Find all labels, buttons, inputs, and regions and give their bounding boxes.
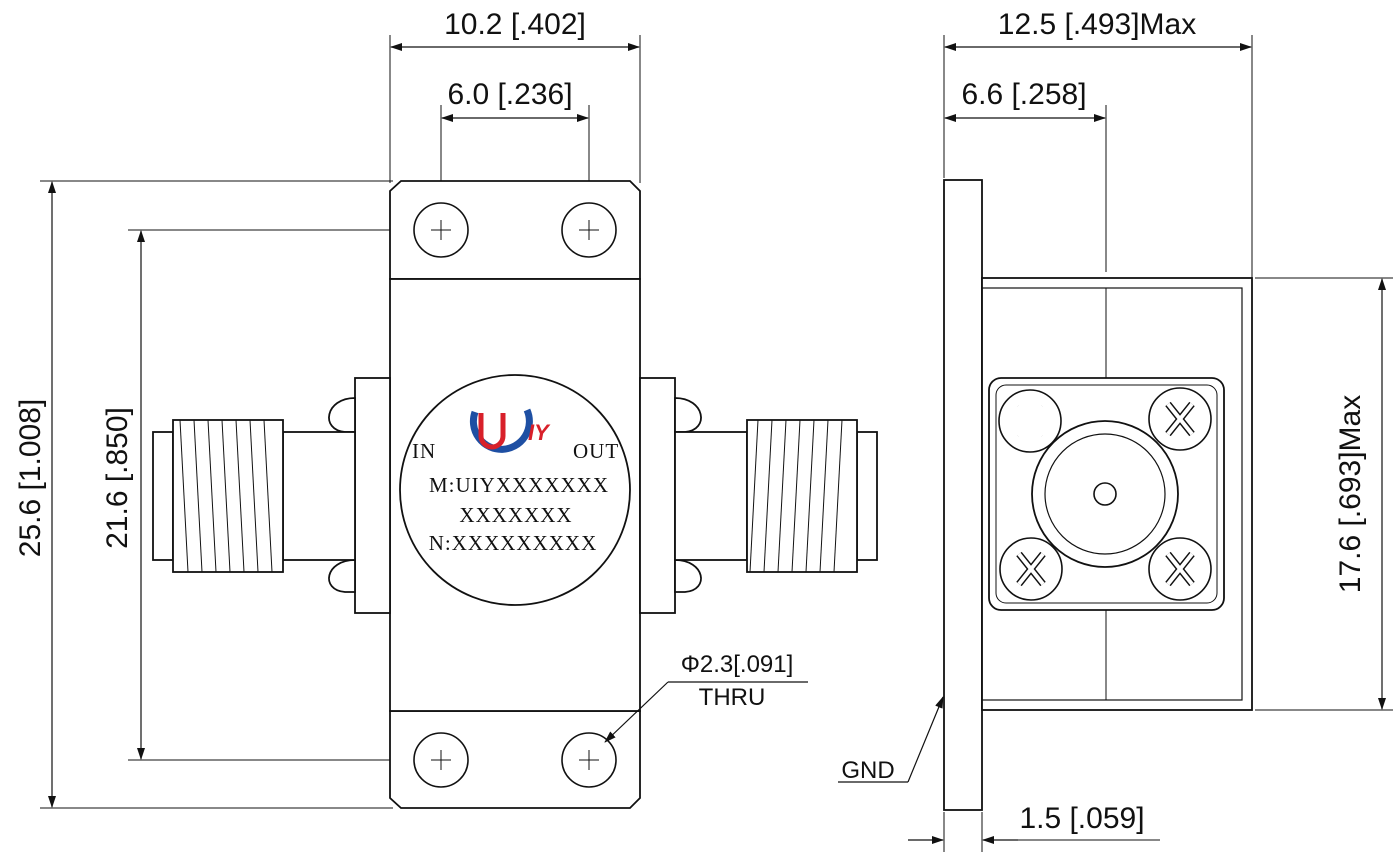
screw-icon <box>998 389 1062 453</box>
port-out-label: OUT <box>573 439 619 463</box>
serial-number-label: N:XXXXXXXXX <box>429 531 598 555</box>
center-pin <box>1093 482 1117 506</box>
overall-width-dim: 10.2 [.402] <box>444 8 586 41</box>
gnd-leader <box>907 696 944 783</box>
ground-flange <box>943 179 983 811</box>
right-sma-connector <box>639 377 878 614</box>
side-overall-width-dim: 12.5 [.493]Max <box>998 8 1196 41</box>
left-sma-connector <box>152 377 391 614</box>
uiy-logo: IY <box>469 408 551 453</box>
connector-face <box>1031 420 1179 568</box>
port-in-label: IN <box>412 439 436 463</box>
mount-hole-bottom-right <box>561 732 617 788</box>
connector-offset-dim: 6.6 [.258] <box>961 78 1086 111</box>
model-number-label: M:UIYXXXXXXX <box>429 473 609 497</box>
hole-spec: Φ2.3[.091] <box>681 651 794 678</box>
overall-height-dim: 25.6 [1.008] <box>14 399 47 557</box>
body-height-dim: 17.6 [.693]Max <box>1334 395 1367 593</box>
screw-icon <box>1148 387 1212 451</box>
bottom-mounting-tab <box>389 710 641 809</box>
screw-icon <box>999 537 1063 601</box>
top-mounting-tab <box>389 180 641 280</box>
hole-spec-thru: THRU <box>699 684 766 711</box>
side-view: 12.5 [.493]Max 6.6 [.258] <box>838 8 1393 852</box>
screw-icon <box>1148 537 1212 601</box>
front-view: 10.2 [.402] 6.0 [.236] 25.6 [1.008] 21.6… <box>14 8 878 809</box>
gnd-label: GND <box>841 757 894 784</box>
label-disc <box>399 374 631 606</box>
mount-hole-bottom-left <box>413 732 469 788</box>
svg-text:IY: IY <box>528 420 551 445</box>
model-number-cont: XXXXXXX <box>459 503 572 527</box>
mount-hole-top-right <box>561 202 617 258</box>
mount-hole-top-left <box>413 202 469 258</box>
hole-spacing-x-dim: 6.0 [.236] <box>447 78 572 111</box>
flange-thickness-dim: 1.5 [.059] <box>1019 802 1144 835</box>
hole-callout-leader <box>604 681 669 743</box>
hole-spacing-y-dim: 21.6 [.850] <box>101 407 134 549</box>
